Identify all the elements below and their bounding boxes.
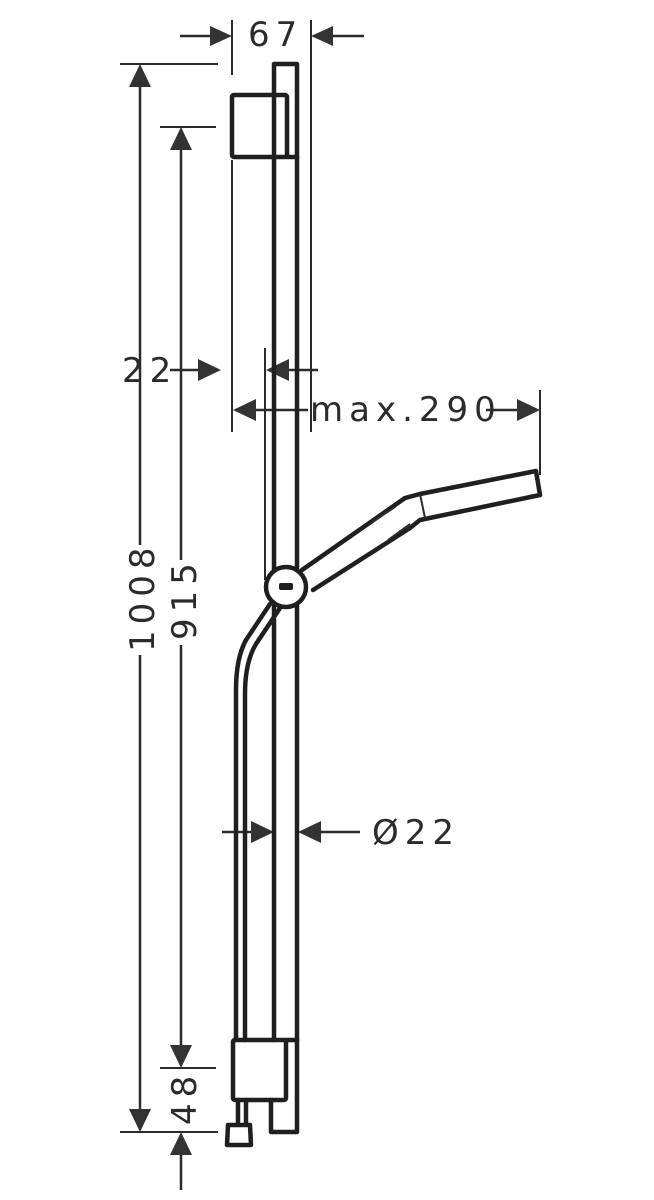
dimension-22: 22 xyxy=(122,160,318,580)
label-1008: 1008 xyxy=(123,541,163,652)
label-22: 22 xyxy=(122,351,177,391)
dimension-48: 48 xyxy=(165,1070,205,1190)
dimension-915: 915 xyxy=(160,126,216,1069)
hand-shower xyxy=(299,468,543,593)
dimension-67: 67 xyxy=(180,15,364,432)
dimension-1008: 1008 xyxy=(120,63,218,1133)
dimension-diameter-22: Ø22 xyxy=(222,813,460,853)
bottom-wall-bracket xyxy=(224,1037,300,1148)
label-67: 67 xyxy=(248,15,303,55)
label-915: 915 xyxy=(165,557,205,640)
label-48: 48 xyxy=(165,1070,205,1125)
top-wall-bracket xyxy=(229,92,300,160)
label-max-290: max.290 xyxy=(310,390,502,430)
slider-holder xyxy=(263,564,309,610)
shower-hose xyxy=(233,601,283,1043)
label-diameter-22: Ø22 xyxy=(372,813,460,853)
shower-rail xyxy=(271,61,300,1043)
dimension-max-290: max.290 xyxy=(233,390,541,475)
